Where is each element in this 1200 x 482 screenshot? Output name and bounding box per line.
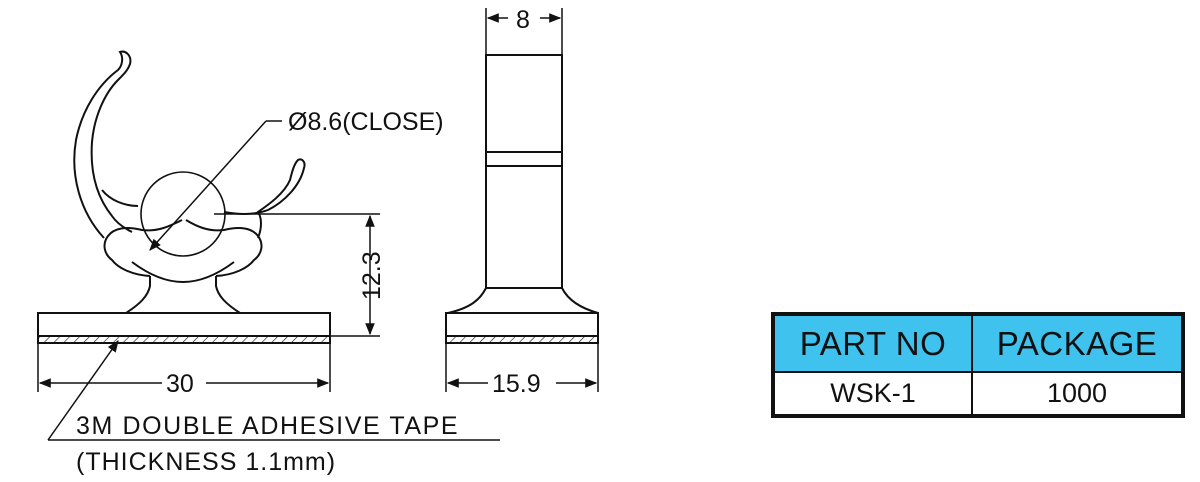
front-tape-hatch [37, 335, 331, 344]
spec-table: PART NO PACKAGE WSK-1 1000 [771, 312, 1185, 418]
side-tape-hatch [445, 335, 599, 344]
base-width-dimension [37, 343, 331, 392]
clip-left-arm [73, 50, 133, 239]
header-part-no: PART NO [772, 312, 973, 374]
clip-left-wing [101, 189, 139, 207]
side-width-dimension [485, 8, 563, 55]
clip-neck [125, 276, 241, 314]
header-package: PACKAGE [971, 312, 1184, 374]
table-row: WSK-1 1000 [772, 371, 1184, 417]
cell-part-no: WSK-1 [772, 371, 973, 417]
tape-label-line2: (THICKNESS 1.1mm) [76, 448, 336, 476]
height-dimension [214, 213, 380, 337]
clip-cradle-left [103, 219, 183, 277]
tape-leader [47, 340, 500, 441]
side-flare [447, 287, 599, 314]
side-width-label: 8 [516, 6, 530, 34]
diameter-label: Ø8.6(CLOSE) [288, 108, 444, 136]
front-view [37, 50, 331, 344]
diameter-leader [149, 120, 282, 251]
side-base-width-label: 15.9 [492, 370, 541, 398]
tape-label-line1: 3M DOUBLE ADHESIVE TAPE [76, 412, 459, 440]
side-base-width-dimension [445, 343, 599, 392]
spec-table-header-row: PART NO PACKAGE [772, 312, 1184, 374]
height-label: 12.3 [358, 251, 386, 300]
cell-package: 1000 [971, 371, 1184, 417]
clip-right-hook [223, 158, 306, 239]
side-base-plate [445, 312, 599, 337]
clip-cradle-right [185, 219, 263, 277]
front-base-plate [37, 312, 331, 337]
base-width-label: 30 [166, 370, 194, 398]
side-view [445, 54, 599, 344]
clip-grip-inner [131, 261, 235, 284]
side-post [485, 54, 563, 289]
